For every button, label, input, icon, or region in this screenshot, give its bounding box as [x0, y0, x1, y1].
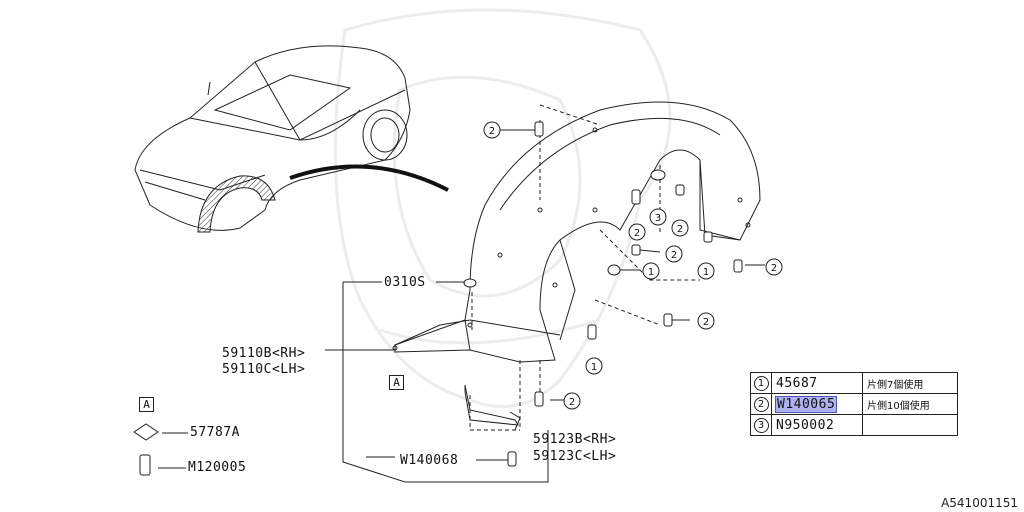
row-number: 1	[753, 376, 769, 391]
callout-2: 2	[677, 224, 683, 235]
part-code[interactable]: 45687	[771, 372, 863, 394]
callout-3: 3	[655, 213, 661, 224]
table-row: 2 W140065 片側10個使用	[750, 393, 958, 415]
label-59123b-rh: 59123B<RH>	[533, 432, 617, 447]
part-note: 片側7個使用	[862, 372, 958, 394]
callout-1: 1	[703, 267, 709, 278]
row-number: 2	[753, 397, 769, 412]
callout-1: 1	[591, 362, 597, 373]
row-number: 3	[753, 418, 769, 433]
label-59110b-rh: 59110B<RH>	[222, 346, 306, 361]
callout-2: 2	[671, 250, 677, 261]
callout-2: 2	[703, 317, 709, 328]
label-59110c-lh: 59110C<LH>	[222, 362, 306, 377]
callout-2: 2	[489, 126, 495, 137]
part-code-highlighted[interactable]: W140065	[774, 395, 838, 413]
callout-2: 2	[771, 263, 777, 274]
label-w140068: W140068	[400, 453, 459, 468]
pointer-arrow	[289, 164, 449, 192]
label-m120005: M120005	[188, 460, 247, 475]
parts-table: 1 45687 片側7個使用 2 W140065 片側10個使用 3 N9500…	[750, 372, 958, 436]
label-0310s: 0310S	[384, 275, 426, 290]
label-57787a: 57787A	[190, 425, 240, 440]
label-59123c-lh: 59123C<LH>	[533, 449, 617, 464]
watermark-icon	[333, 8, 672, 409]
ref-box-a-detail: A	[139, 397, 154, 412]
car-outline-icon	[134, 45, 411, 231]
callout-2: 2	[634, 228, 640, 239]
callout-1: 1	[648, 267, 654, 278]
bolt-icon	[139, 121, 743, 476]
ref-box-a: A	[389, 375, 404, 390]
part-note: 片側10個使用	[862, 393, 958, 415]
clip-icon	[133, 169, 666, 441]
part-note	[862, 414, 958, 436]
reference-code: A541001151	[941, 496, 1018, 510]
table-row: 3 N950002	[750, 414, 958, 436]
fender-liner-icon	[392, 101, 761, 363]
hatched-wheel-well-icon	[197, 175, 276, 233]
part-code[interactable]: N950002	[771, 414, 863, 436]
callout-2: 2	[569, 397, 575, 408]
table-row: 1 45687 片側7個使用	[750, 372, 958, 394]
callout-markers	[483, 121, 783, 410]
